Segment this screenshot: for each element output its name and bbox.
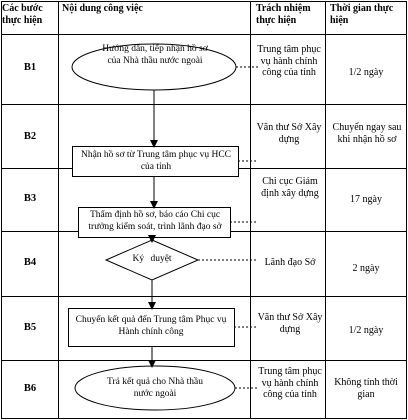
content-b2: Nhận hồ sơ từ Trung tâm phục vụ HCC của … bbox=[80, 150, 232, 172]
step-b2: B2 bbox=[23, 131, 37, 142]
time-b5: 1/2 ngày bbox=[348, 325, 384, 336]
content-b3: Thẩm định hồ sơ, báo cáo Chi cục trưởng … bbox=[88, 210, 222, 232]
header-time: Thời gian thực hiện bbox=[330, 3, 394, 26]
step-b6: B6 bbox=[23, 383, 37, 394]
header-content: Nội dung công việc bbox=[62, 3, 143, 14]
header-responsible: Trách nhiệm thực hiện bbox=[256, 3, 311, 26]
content-b1: Hướng dẫn, tiếp nhận hồ sơ của Nhà thầu … bbox=[102, 44, 208, 66]
step2-box bbox=[72, 146, 239, 177]
time-b6: Không tính thời gian bbox=[334, 377, 398, 400]
responsible-b2: Văn thư Sở Xây dựng bbox=[256, 122, 322, 145]
responsible-b5: Văn thư Sở Xây dựng bbox=[257, 312, 323, 335]
step5-box bbox=[68, 308, 235, 347]
step-b4: B4 bbox=[23, 257, 37, 268]
header-step: Các bước thực hiện bbox=[2, 3, 43, 26]
responsible-b6: Trung tâm phục vụ hành chính công của tỉ… bbox=[258, 366, 322, 400]
time-b1: 1/2 ngày bbox=[348, 67, 384, 78]
responsible-b1: Trung tâm phục vụ hành chính công của tỉ… bbox=[257, 44, 321, 78]
content-b4: Ký duyệt bbox=[132, 254, 172, 264]
time-b3: 17 ngày bbox=[350, 194, 382, 205]
responsible-b3: Chi cục Giám định xây dựng bbox=[261, 176, 319, 199]
content-b6: Trả kết quả cho Nhà thầu nước ngoài bbox=[107, 377, 203, 399]
step-b3: B3 bbox=[23, 193, 37, 204]
time-b2: Chuyển ngay sau khi nhận hồ sơ bbox=[332, 122, 402, 145]
step-b1: B1 bbox=[23, 62, 37, 73]
responsible-b4: Lãnh đạo Sở bbox=[264, 257, 316, 268]
time-b4: 2 ngày bbox=[352, 263, 380, 274]
content-b5: Chuyển kết quả đến Trung tâm Phục vụ Hàn… bbox=[75, 315, 227, 337]
step-b5: B5 bbox=[23, 322, 37, 333]
